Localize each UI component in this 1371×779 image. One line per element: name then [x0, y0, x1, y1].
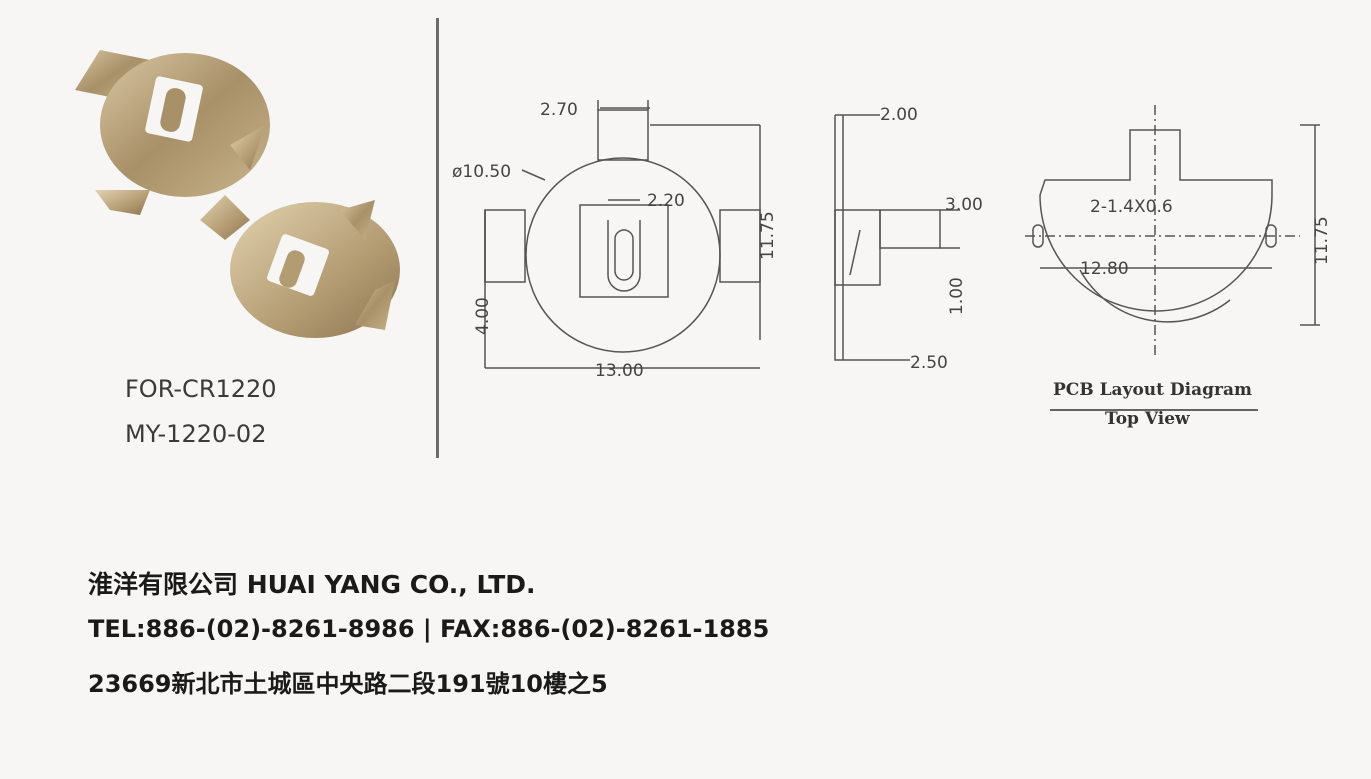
divider	[436, 18, 439, 458]
dim-diameter: ø10.50	[452, 162, 511, 182]
dim-contact-height: 3.00	[945, 195, 983, 215]
holder-clip-bottom	[200, 195, 400, 338]
dim-hole-spacing: 12.80	[1080, 259, 1129, 279]
company-address: 23669新北市土城區中央路二段191號10樓之5	[88, 670, 608, 698]
product-photo	[75, 50, 400, 338]
dim-slot-width: 2.20	[647, 191, 685, 211]
side-view-drawing	[834, 114, 960, 361]
model-number: MY-1220-02	[125, 420, 267, 448]
holder-clip-top	[75, 50, 270, 215]
dim-width: 13.00	[595, 361, 644, 381]
front-view-drawing	[484, 100, 761, 369]
model-name: FOR-CR1220	[125, 375, 277, 403]
dim-depth: 2.50	[910, 353, 948, 373]
contact-info: TEL:886-(02)-8261-8986 | FAX:886-(02)-82…	[88, 615, 770, 643]
dim-pcb-height: 11.75	[1312, 216, 1332, 265]
pcb-caption-subtitle: Top View	[1105, 409, 1190, 429]
dim-thickness: 2.00	[880, 105, 918, 125]
dim-tab-width: 2.70	[540, 100, 578, 120]
company-name: 淮洋有限公司 HUAI YANG CO., LTD.	[88, 570, 536, 599]
pcb-layout-drawing	[1025, 105, 1320, 411]
pcb-caption-title: PCB Layout Diagram	[1053, 380, 1252, 400]
dim-contact-gap: 1.00	[947, 277, 967, 315]
dim-height: 11.75	[758, 211, 778, 260]
dim-hole-size: 2-1.4X0.6	[1090, 197, 1173, 217]
technical-drawings: 2.70 ø10.50 2.20 11.75 4.00 13.00 2.00 3…	[452, 100, 1332, 429]
dim-tab-height: 4.00	[473, 297, 493, 335]
